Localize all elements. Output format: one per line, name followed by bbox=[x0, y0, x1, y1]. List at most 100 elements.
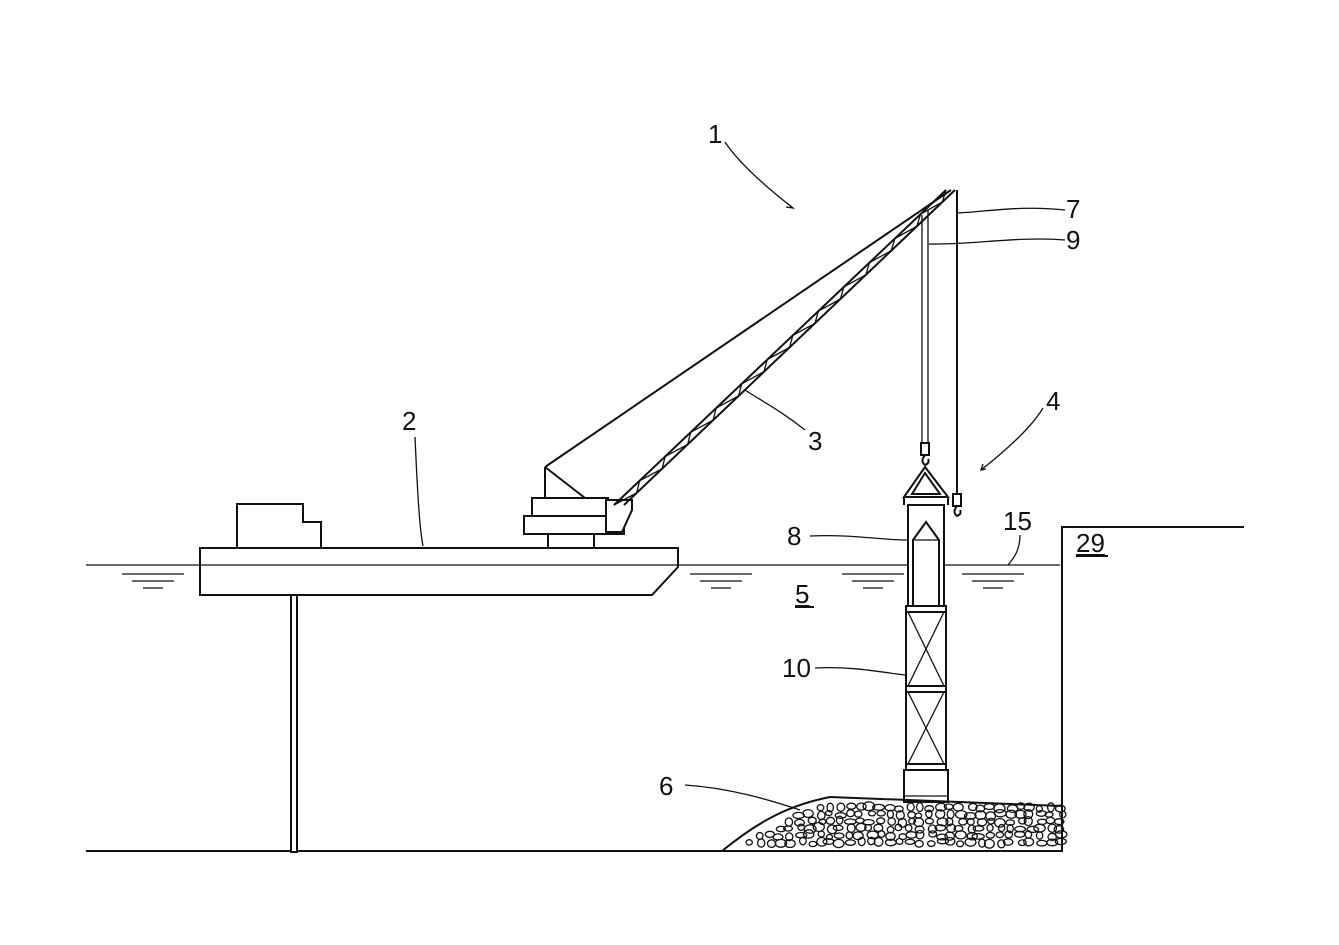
rubble-stone bbox=[886, 825, 895, 834]
rubble-stone bbox=[1004, 830, 1014, 839]
hook-7 bbox=[952, 493, 962, 518]
rubble-stone bbox=[792, 811, 805, 820]
rubble-stone bbox=[955, 840, 965, 848]
rubble-stone bbox=[964, 837, 977, 847]
rubble-stone bbox=[925, 809, 933, 819]
rubble-stone bbox=[927, 824, 938, 834]
rubble-stone bbox=[834, 812, 847, 819]
rubble-stone bbox=[936, 837, 950, 845]
rubble-stone bbox=[756, 838, 766, 848]
rubble-stone bbox=[914, 839, 924, 848]
rubble-stone bbox=[853, 810, 863, 818]
rubble-stone bbox=[893, 805, 904, 813]
rubble-stone bbox=[846, 809, 855, 818]
rubble-stone bbox=[784, 839, 796, 849]
rubble-stone bbox=[1006, 823, 1014, 834]
rubble-stone bbox=[986, 823, 994, 832]
rubble-stone bbox=[958, 817, 968, 826]
rubble-stone bbox=[944, 831, 956, 841]
label-crane-ship: 1 bbox=[708, 119, 722, 149]
rubble-stone bbox=[905, 831, 918, 839]
rubble-stone bbox=[983, 803, 996, 811]
rubble-stone bbox=[1016, 802, 1026, 810]
rubble-stone bbox=[1054, 837, 1067, 846]
rubble-stone bbox=[873, 836, 884, 847]
rubble-stone bbox=[775, 825, 787, 833]
rubble-stone bbox=[1026, 825, 1040, 834]
rubble-stone bbox=[1033, 823, 1046, 833]
rubble-stone bbox=[895, 810, 905, 821]
barge-hull bbox=[199, 547, 679, 596]
rubble-stone bbox=[1035, 831, 1044, 840]
label-wire-9: 9 bbox=[1066, 225, 1080, 255]
rubble-stone bbox=[904, 838, 916, 845]
rubble-stone bbox=[816, 836, 828, 847]
rubble-stone bbox=[832, 824, 844, 832]
water-marks bbox=[122, 573, 1024, 589]
rubble-stone bbox=[852, 831, 864, 841]
rubble-stone bbox=[1035, 810, 1047, 817]
rubble-stone bbox=[928, 830, 938, 838]
rubble-stone bbox=[816, 810, 826, 821]
rubble-stone bbox=[824, 809, 833, 817]
rubble-stone bbox=[904, 824, 913, 832]
rubble-stone bbox=[935, 802, 947, 812]
rubble-stone bbox=[908, 817, 916, 825]
label-rubble-mound: 6 bbox=[659, 771, 673, 801]
rubble-stone bbox=[833, 832, 845, 840]
rubble-stone bbox=[836, 802, 846, 812]
rubble-stone bbox=[798, 836, 807, 846]
rubble-stone bbox=[826, 802, 835, 813]
rubble-stone bbox=[1023, 837, 1035, 847]
rubble-stone bbox=[987, 817, 996, 825]
rubble-stone bbox=[915, 829, 925, 840]
rubble-stone bbox=[856, 802, 867, 811]
rubble-stone bbox=[915, 802, 924, 813]
label-barge: 2 bbox=[402, 406, 416, 436]
rubble-stone bbox=[978, 838, 986, 848]
rubble-mound bbox=[719, 795, 1068, 852]
rubble-stone bbox=[995, 831, 1005, 839]
label-boom: 3 bbox=[808, 426, 822, 456]
rubble-stone bbox=[784, 817, 794, 827]
rubble-stone bbox=[936, 817, 949, 827]
rubble-stone bbox=[808, 840, 818, 848]
rubble-stone bbox=[1046, 802, 1055, 813]
rubble-stone bbox=[1017, 839, 1027, 847]
rubble-stone bbox=[825, 816, 836, 825]
rubble-stone bbox=[972, 825, 985, 832]
label-frame-10: 10 bbox=[782, 653, 811, 683]
deckhouse bbox=[236, 503, 322, 549]
rubble-stone bbox=[862, 801, 876, 812]
rubble-stone bbox=[895, 837, 904, 845]
rubble-stone bbox=[797, 823, 806, 832]
spud-pile bbox=[290, 594, 298, 853]
frame-10 bbox=[903, 605, 949, 803]
rubble-stone bbox=[1047, 823, 1058, 833]
rubble-stone bbox=[997, 839, 1006, 849]
label-quay: 29 bbox=[1076, 528, 1105, 558]
rubble-stone bbox=[745, 839, 754, 846]
rubble-stone bbox=[926, 840, 936, 848]
rubble-stone bbox=[794, 818, 805, 827]
label-sea: 5 bbox=[795, 579, 809, 609]
leader-lines bbox=[414, 141, 1066, 811]
rubble-stone bbox=[1045, 816, 1056, 825]
rubble-stone bbox=[826, 824, 838, 835]
rubble-stone bbox=[924, 817, 935, 825]
lifting-frame bbox=[902, 465, 951, 505]
rubble-stone bbox=[845, 831, 854, 840]
rubble-stone bbox=[816, 804, 825, 812]
rubble-stone bbox=[894, 823, 903, 832]
rubble-stone bbox=[1005, 819, 1016, 826]
rubble-stone bbox=[907, 811, 917, 819]
rubble-stone bbox=[832, 838, 845, 849]
rubble-stone bbox=[1023, 815, 1033, 827]
rubble-stone bbox=[1035, 805, 1043, 813]
rubble-stone bbox=[885, 831, 896, 841]
rubble-stone bbox=[983, 838, 995, 849]
rubble-stone bbox=[817, 830, 826, 838]
rubble-stone bbox=[1053, 825, 1065, 834]
rubble-stone bbox=[952, 802, 964, 812]
